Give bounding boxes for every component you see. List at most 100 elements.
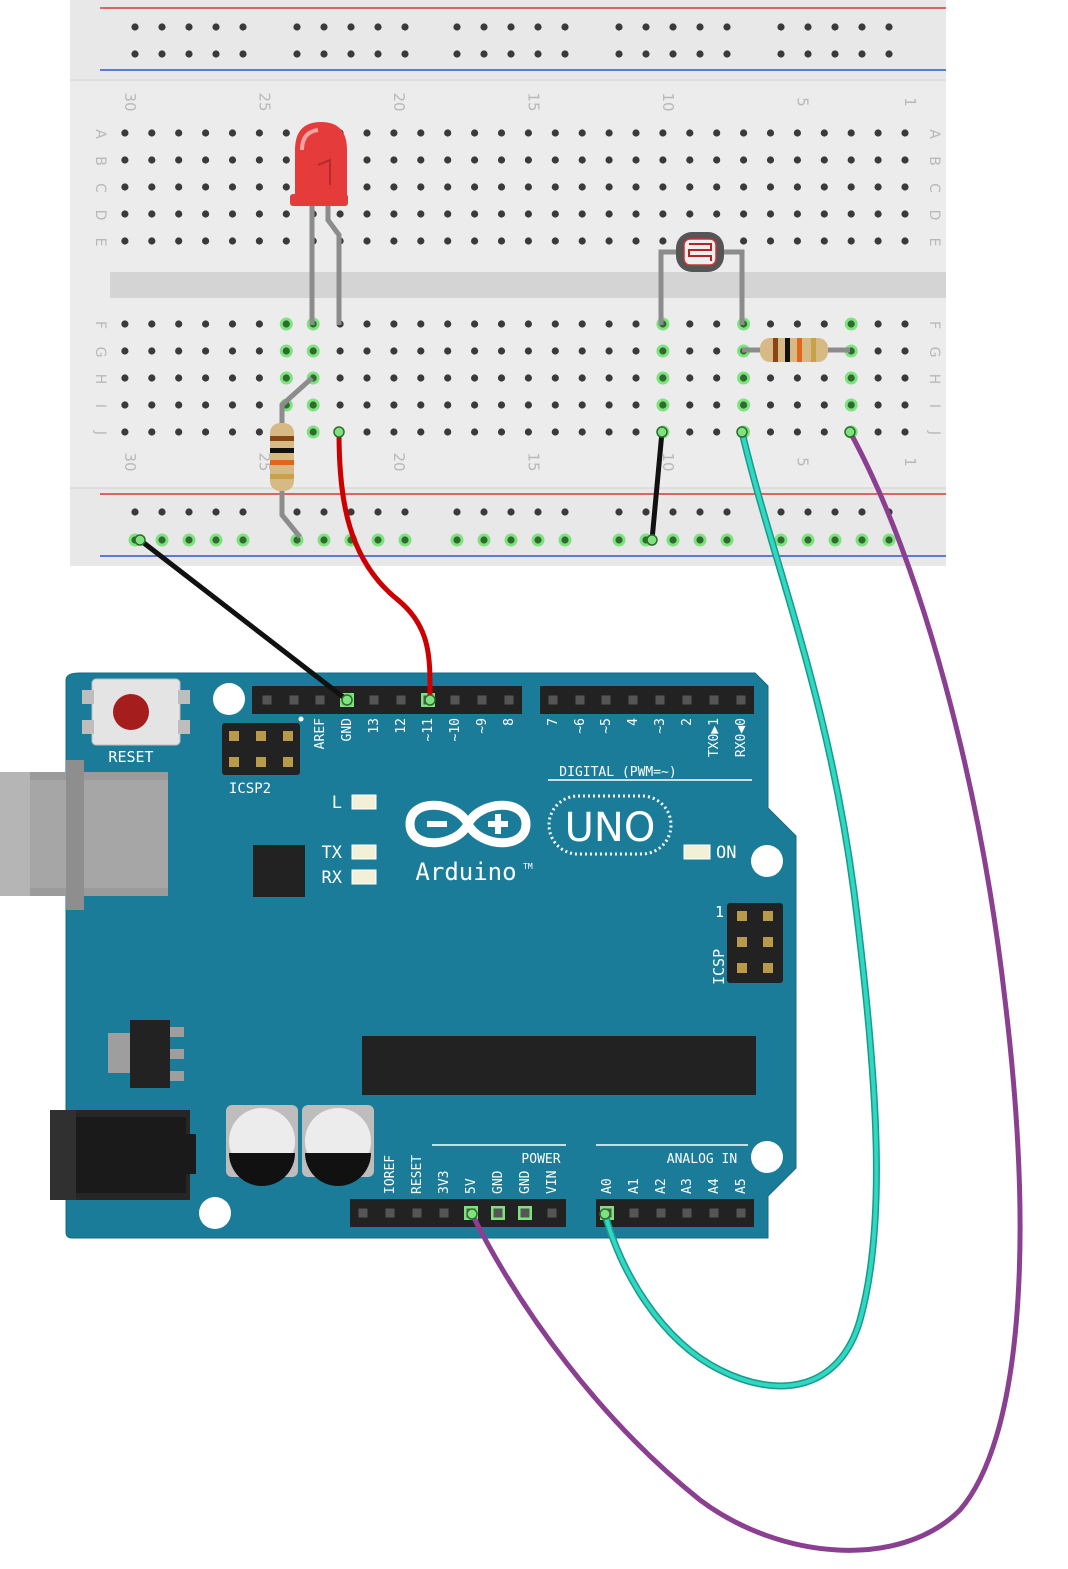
breadboard-hole — [202, 237, 210, 245]
breadboard-hole — [293, 508, 301, 516]
breadboard-hole — [390, 347, 398, 355]
breadboard-hole — [534, 23, 542, 31]
breadboard-hole — [444, 210, 452, 218]
breadboard-hole — [158, 50, 166, 58]
breadboard-hole — [847, 183, 855, 191]
breadboard-hole — [901, 129, 909, 137]
breadboard-hole — [820, 401, 828, 409]
breadboard-hole — [686, 428, 694, 436]
breadboard-hole — [766, 210, 775, 218]
breadboard-hole — [524, 156, 533, 164]
breadboard-hole — [847, 374, 855, 382]
breadboard-hole — [282, 129, 290, 137]
power-pin-label: GND — [491, 1170, 506, 1194]
breadboard-hole — [282, 237, 290, 245]
row-letter: E — [926, 238, 942, 247]
header-pin — [736, 1208, 746, 1218]
breadboard-hole — [740, 210, 748, 218]
breadboard-hole — [507, 536, 515, 544]
reset-button[interactable] — [82, 678, 190, 746]
breadboard-hole — [874, 347, 882, 355]
dc-power-jack — [50, 1110, 196, 1200]
breadboard-hole — [820, 129, 828, 137]
breadboard-hole — [202, 210, 210, 218]
breadboard-hole — [336, 210, 344, 218]
power-pin-label: 3V3 — [437, 1171, 452, 1194]
breadboard-hole — [632, 156, 640, 164]
wire-endpoint — [599, 1208, 611, 1220]
breadboard-hole — [497, 156, 506, 164]
breadboard-hole — [497, 210, 506, 218]
icsp2-pin — [229, 757, 239, 767]
breadboard-hole — [121, 183, 129, 191]
breadboard-hole — [901, 428, 909, 436]
breadboard-hole — [497, 347, 506, 355]
breadboard-hole — [831, 23, 839, 31]
breadboard-hole — [212, 50, 220, 58]
wire-endpoint — [466, 1208, 478, 1220]
breadboard-hole — [471, 401, 479, 409]
breadboard-hole — [686, 347, 694, 355]
breadboard-hole — [551, 428, 559, 436]
breadboard-hole — [471, 237, 479, 245]
breadboard-hole — [185, 50, 193, 58]
icsp-pin — [763, 911, 773, 921]
digital-pin-label: 7 — [546, 718, 561, 726]
breadboard-hole — [777, 508, 785, 516]
wire-5v-purple — [469, 430, 1023, 1553]
breadboard-hole — [534, 508, 542, 516]
breadboard-hole — [374, 23, 382, 31]
breadboard-hole — [686, 401, 694, 409]
header-pin — [709, 695, 719, 705]
breadboard-hole — [239, 23, 247, 31]
led-tx — [351, 844, 377, 860]
breadboard-hole — [820, 428, 828, 436]
header-pin — [358, 1208, 368, 1218]
red-led — [290, 122, 348, 325]
breadboard-hole — [255, 183, 263, 191]
breadboard-hole — [239, 536, 247, 544]
breadboard-hole — [282, 156, 290, 164]
breadboard-hole — [901, 237, 909, 245]
breadboard-hole — [669, 508, 677, 516]
breadboard-hole — [605, 210, 613, 218]
usb-connector — [0, 760, 168, 910]
usb-interface-chip — [253, 845, 305, 897]
breadboard-hole — [175, 156, 183, 164]
breadboard-hole — [202, 183, 210, 191]
breadboard-hole — [336, 347, 344, 355]
breadboard-hole — [471, 210, 479, 218]
breadboard-hole — [282, 374, 290, 382]
power-pin-label: GND — [518, 1170, 533, 1194]
breadboard-hole — [228, 237, 237, 245]
led-tx-label: TX — [322, 843, 343, 863]
breadboard-hole — [471, 320, 479, 328]
header-pin — [412, 1208, 422, 1218]
reset-label: RESET — [108, 748, 153, 766]
breadboard-hole — [874, 156, 882, 164]
breadboard-hole — [507, 23, 515, 31]
breadboard-hole — [874, 210, 882, 218]
breadboard-hole — [847, 401, 855, 409]
breadboard-hole — [148, 156, 156, 164]
breadboard-hole — [202, 156, 210, 164]
breadboard-hole — [293, 23, 301, 31]
breadboard-hole — [605, 401, 613, 409]
breadboard-hole — [686, 374, 694, 382]
header-pin — [493, 1208, 503, 1218]
breadboard-hole — [320, 508, 328, 516]
row-letter: F — [92, 321, 108, 329]
breadboard-hole — [804, 508, 812, 516]
breadboard-hole — [578, 374, 586, 382]
digital-pin-label: ~3 — [653, 718, 668, 734]
digital-pin-label: AREF — [313, 718, 328, 749]
digital-pin-label: ~6 — [573, 718, 588, 734]
row-letter: B — [92, 156, 108, 166]
resistor-sensor — [742, 338, 850, 362]
header-pin — [548, 695, 558, 705]
breadboard-hole — [401, 50, 409, 58]
breadboard-hole — [282, 347, 290, 355]
digital-header — [252, 686, 754, 714]
header-pin — [736, 695, 746, 705]
